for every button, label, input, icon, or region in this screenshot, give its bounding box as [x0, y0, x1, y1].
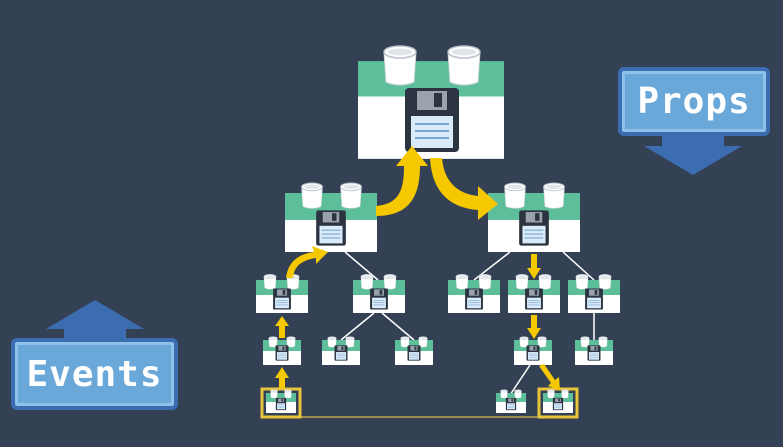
grandchild-right-2: [508, 274, 560, 313]
bottom-component-right-1: [496, 389, 526, 413]
event-arrow-leaf-to-gc: [275, 316, 289, 338]
leaf-component-2: [322, 336, 360, 365]
grandchild-left-2: [353, 274, 405, 313]
event-arrow-to-child-left: [286, 246, 328, 278]
props-arrow-leaf-to-bottom: [539, 364, 560, 390]
grandchild-right-3: [568, 274, 620, 313]
events-label: Events: [11, 338, 178, 410]
tree-links: [296, 251, 595, 418]
bottom-component-right-highlighted: [537, 387, 579, 419]
grandchild-left-1: [256, 274, 308, 313]
event-arrow-to-root: [376, 146, 428, 216]
props-arrow-gc-to-leaf: [527, 315, 541, 339]
events-up-arrow-icon: [46, 300, 144, 340]
child-component-right: [488, 182, 580, 252]
leaf-component-5: [575, 336, 613, 365]
leaf-component-4: [514, 336, 552, 365]
leaf-component-3: [395, 336, 433, 365]
event-arrows: [275, 146, 560, 390]
bottom-component-left-highlighted: [260, 387, 302, 419]
child-component-left: [285, 182, 377, 252]
props-label: Props: [618, 67, 770, 136]
props-down-arrow-icon: [644, 136, 742, 175]
props-arrow-from-root: [430, 158, 498, 220]
event-arrow-bottom-to-leaf: [275, 367, 289, 388]
props-arrow-child-to-gc: [527, 254, 541, 279]
grandchild-right-1: [448, 274, 500, 313]
leaf-component-1: [263, 336, 301, 365]
